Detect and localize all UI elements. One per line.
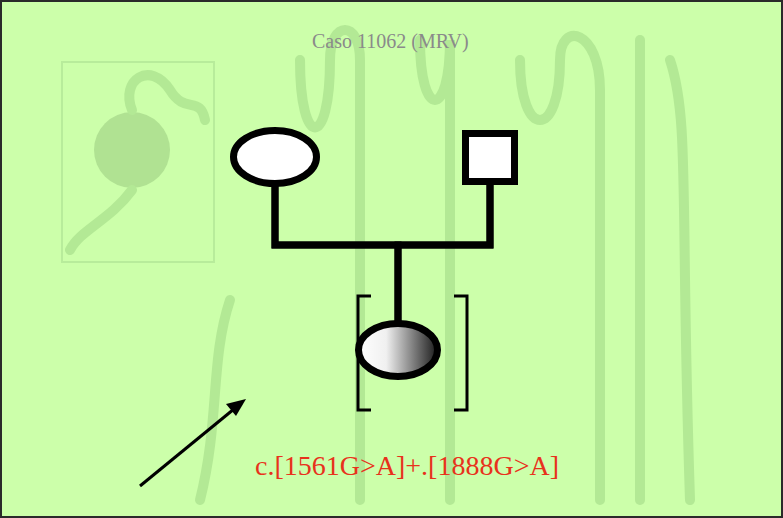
proband-circle: c.[1561G>A]+.[1888G>A] <box>355 320 441 380</box>
nephron-watermark <box>62 30 690 500</box>
pedigree-title: Caso 11062 (MRV) <box>312 30 469 53</box>
variant-label: c.[1561G>A]+.[1888G>A] <box>255 450 559 482</box>
mother-circle <box>230 127 320 187</box>
node-outline <box>355 320 441 380</box>
node-outline <box>230 127 320 187</box>
pedigree-line <box>398 185 490 320</box>
pedigree-line <box>275 187 398 320</box>
father-square <box>462 130 518 185</box>
proband-brackets <box>358 296 467 410</box>
node-outline <box>462 130 518 185</box>
proband-arrow <box>140 399 246 486</box>
pedigree-line <box>275 185 490 245</box>
